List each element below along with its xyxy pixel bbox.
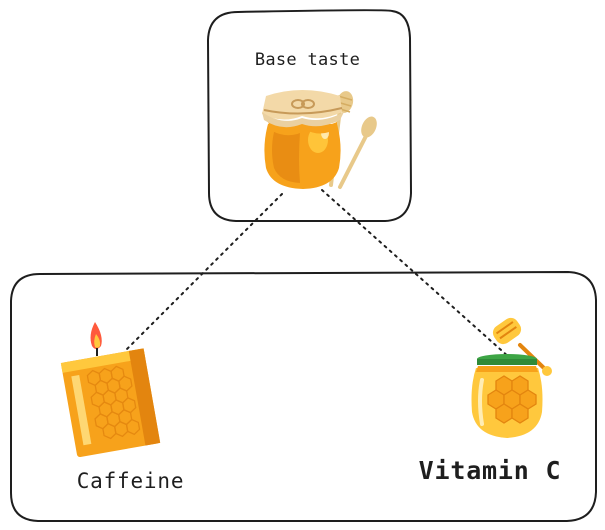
ingredients-box (10, 270, 597, 522)
honeycomb-jar-icon (471, 317, 552, 438)
connector-base-to-vitamin-c (321, 189, 511, 359)
honey-jar-with-dipper-icon (262, 90, 377, 189)
base-taste-label: Base taste (254, 50, 361, 70)
base-taste-box (206, 9, 413, 222)
beeswax-candle-icon (60, 322, 161, 458)
vitamin-c-label: Vitamin C (418, 456, 562, 485)
connector-base-to-caffeine (123, 193, 283, 353)
caffeine-label: Caffeine (76, 469, 185, 493)
